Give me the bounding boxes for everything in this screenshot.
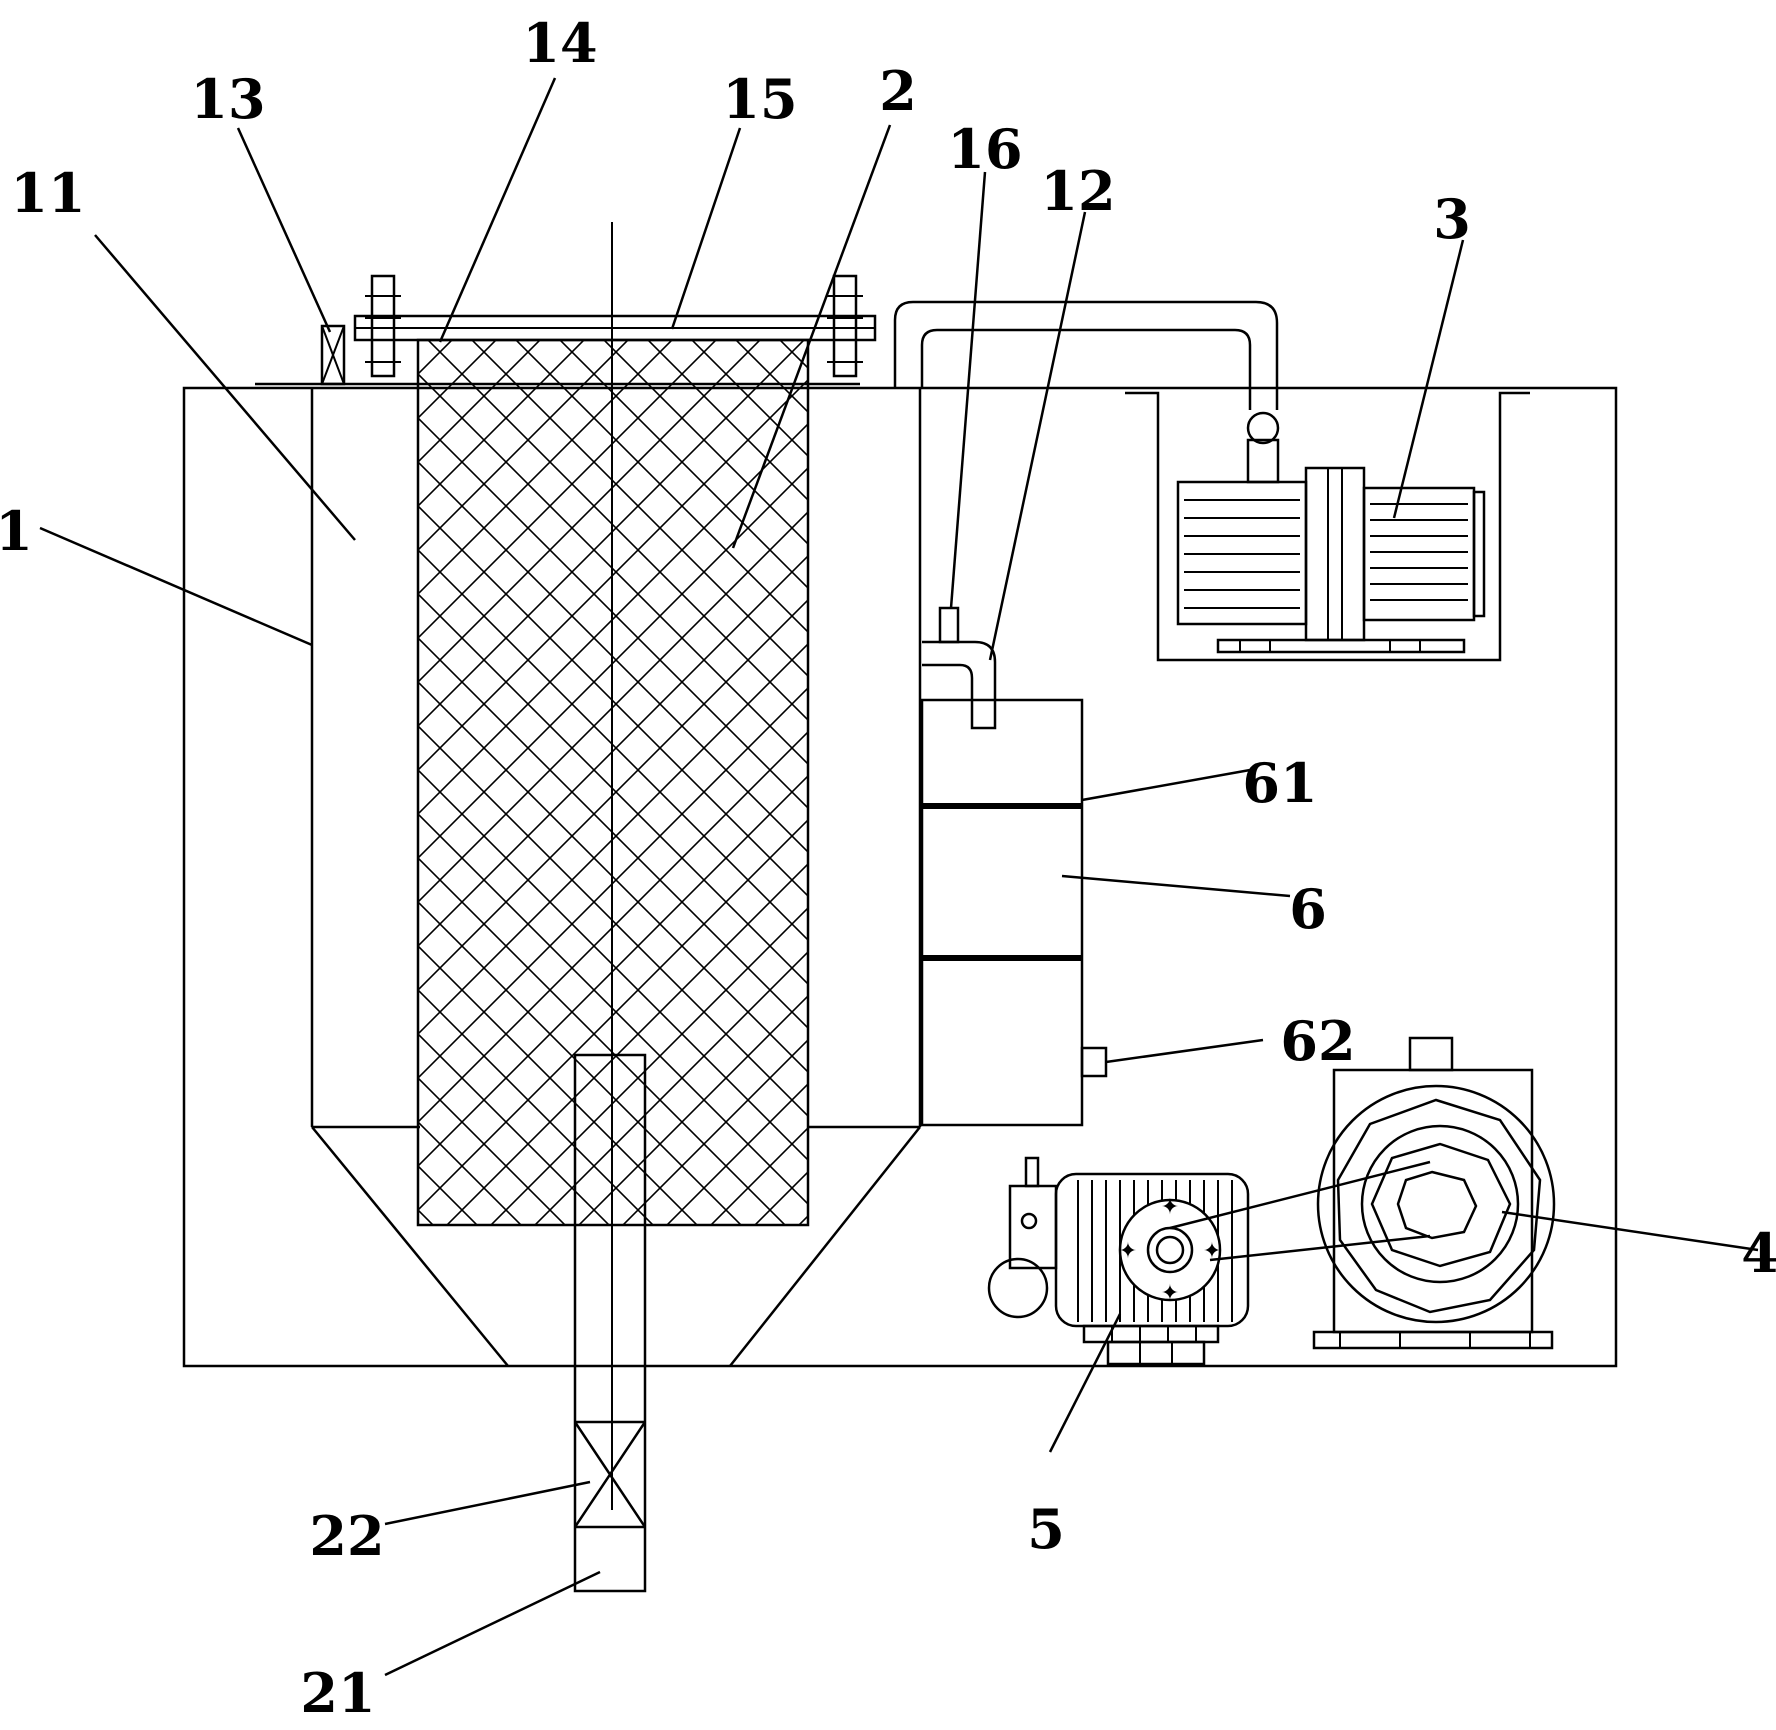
pump-well [1125, 391, 1530, 662]
label-15: 15 [722, 67, 797, 131]
outlet-valve [573, 1421, 647, 1528]
svg-text:✦: ✦ [1119, 1239, 1137, 1264]
motor-pulley: ✦ ✦ ✦ ✦ [1118, 1195, 1222, 1306]
outlet-pipe [573, 1053, 647, 1593]
label-4: 4 [1741, 1221, 1776, 1285]
top-valve [320, 324, 346, 386]
label-2: 2 [879, 59, 917, 123]
wheel-unit [1312, 1036, 1556, 1350]
pump [1176, 438, 1486, 654]
lid-bolt-right [827, 274, 863, 378]
tank [920, 698, 1084, 1127]
part-labels: 1 11 13 14 15 2 16 12 3 61 6 62 4 5 22 2… [0, 11, 1776, 1725]
leader-lines [39, 77, 1759, 1677]
label-61: 61 [1242, 751, 1317, 815]
label-5: 5 [1027, 1497, 1065, 1561]
lid-bolt-left [365, 274, 401, 378]
label-13: 13 [190, 67, 265, 131]
label-14: 14 [522, 11, 597, 75]
label-21: 21 [300, 1661, 375, 1725]
label-1: 1 [0, 499, 33, 563]
label-62: 62 [1280, 1009, 1355, 1073]
housing [182, 386, 1618, 1368]
nozzle [938, 606, 960, 644]
svg-text:✦: ✦ [1161, 1281, 1179, 1306]
label-3: 3 [1433, 187, 1471, 251]
label-6: 6 [1289, 877, 1327, 941]
label-22: 22 [309, 1504, 384, 1568]
cover-plate [353, 314, 877, 342]
suction-pipe [893, 300, 1280, 445]
tank-outlet [1080, 1046, 1108, 1078]
label-16: 16 [947, 117, 1022, 181]
svg-text:✦: ✦ [1161, 1195, 1179, 1220]
elbow-pipe [922, 640, 997, 730]
svg-text:✦: ✦ [1203, 1239, 1221, 1264]
label-12: 12 [1040, 159, 1115, 223]
label-11: 11 [10, 161, 85, 225]
